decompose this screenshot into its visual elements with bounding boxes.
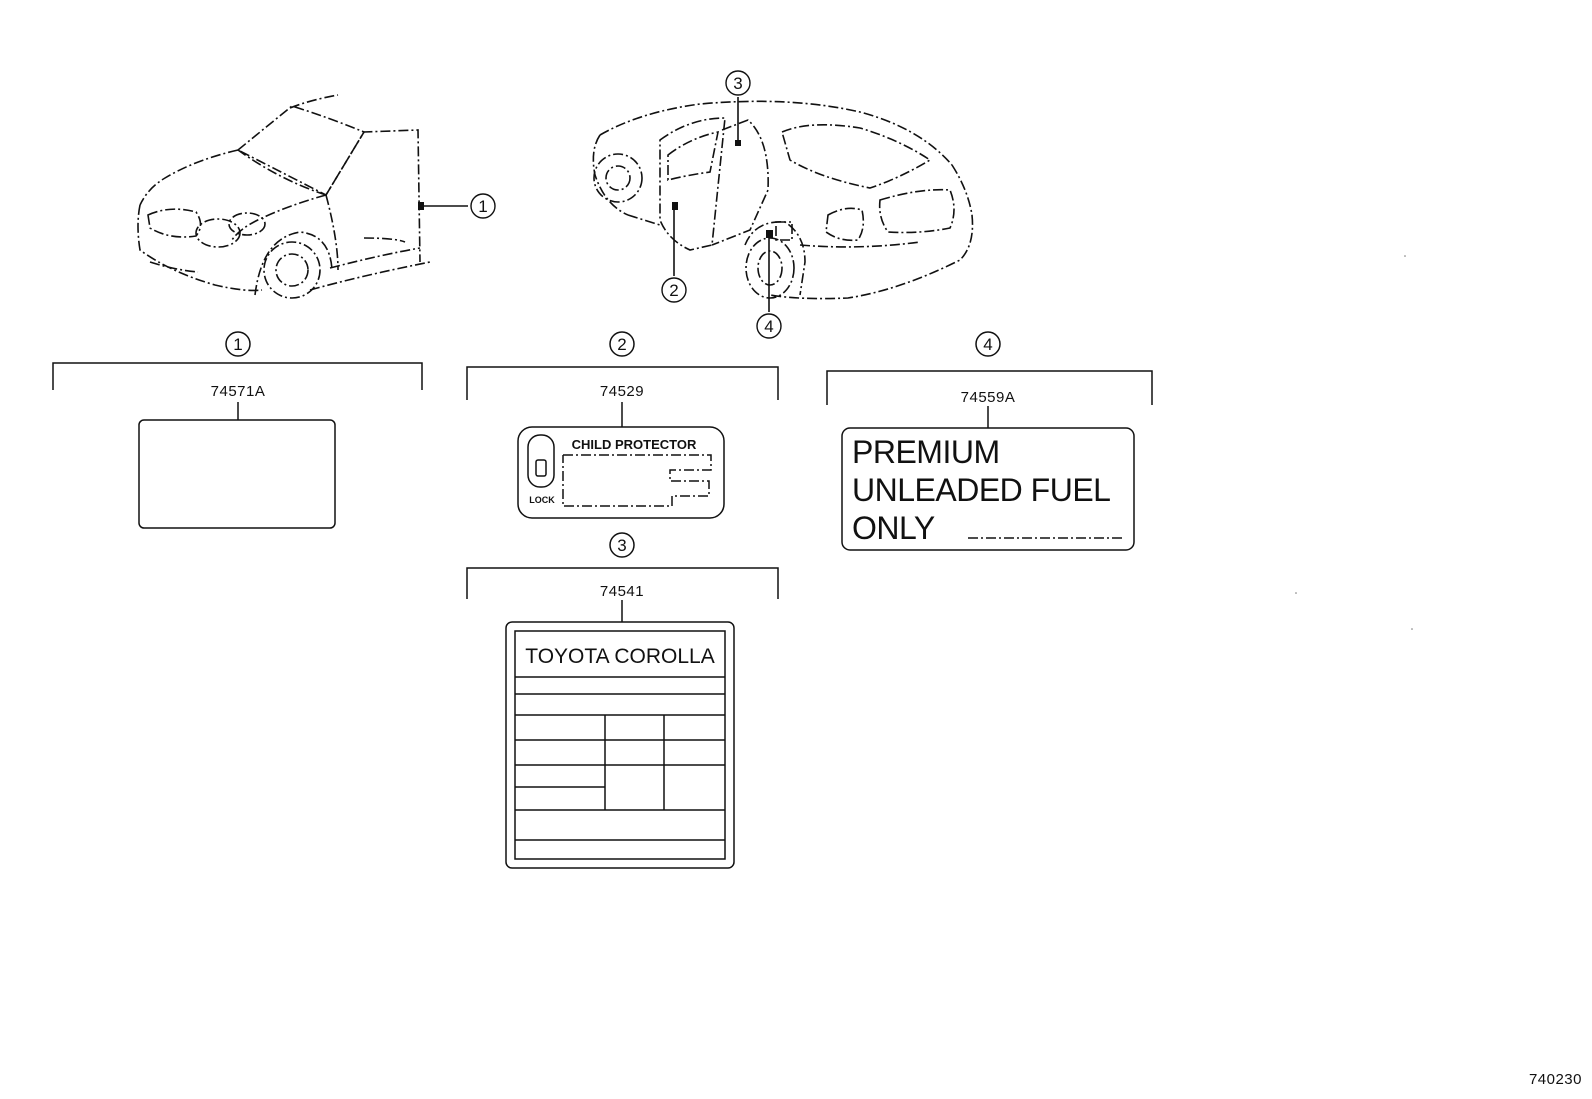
label-4-group [826, 331, 1153, 551]
svg-text:1: 1 [478, 197, 487, 216]
label-3-plate [505, 621, 735, 869]
callout-2-door: 2 [661, 277, 687, 303]
label-4-plate [841, 427, 1135, 551]
unleaded-fuel-text: UNLEADED FUEL [852, 472, 1110, 508]
label-1-index: 1 [233, 335, 242, 354]
label-1-plate [138, 419, 336, 529]
label-3-index: 3 [617, 536, 626, 555]
label-4-index: 4 [983, 335, 992, 354]
label-3-group [466, 532, 779, 869]
front-car-illustration [137, 94, 468, 299]
label-2-index: 2 [617, 335, 626, 354]
callout-1-front: 1 [470, 193, 496, 219]
label-1-group [52, 331, 423, 529]
svg-text:2: 2 [669, 281, 678, 300]
premium-text: PREMIUM [852, 434, 1000, 470]
label-2-part-number: 74529 [600, 383, 644, 400]
svg-text:3: 3 [733, 74, 742, 93]
lock-text: LOCK [529, 495, 555, 505]
label-2-group [466, 331, 779, 519]
label-4-part-number: 74559A [961, 389, 1016, 406]
callout-3-top: 3 [725, 70, 751, 96]
label-2-plate [517, 426, 725, 519]
child-protector-text: CHILD PROTECTOR [572, 437, 697, 452]
label-3-part-number: 74541 [600, 583, 644, 600]
toyota-corolla-text: TOYOTA COROLLA [525, 645, 714, 668]
diagram-id: 740230 [1529, 1071, 1582, 1088]
label-1-part-number: 74571A [211, 383, 266, 400]
only-text: ONLY [852, 510, 935, 546]
callout-4-fuel: 4 [756, 313, 782, 339]
svg-text:4: 4 [764, 317, 773, 336]
rear-car-illustration [592, 97, 974, 312]
